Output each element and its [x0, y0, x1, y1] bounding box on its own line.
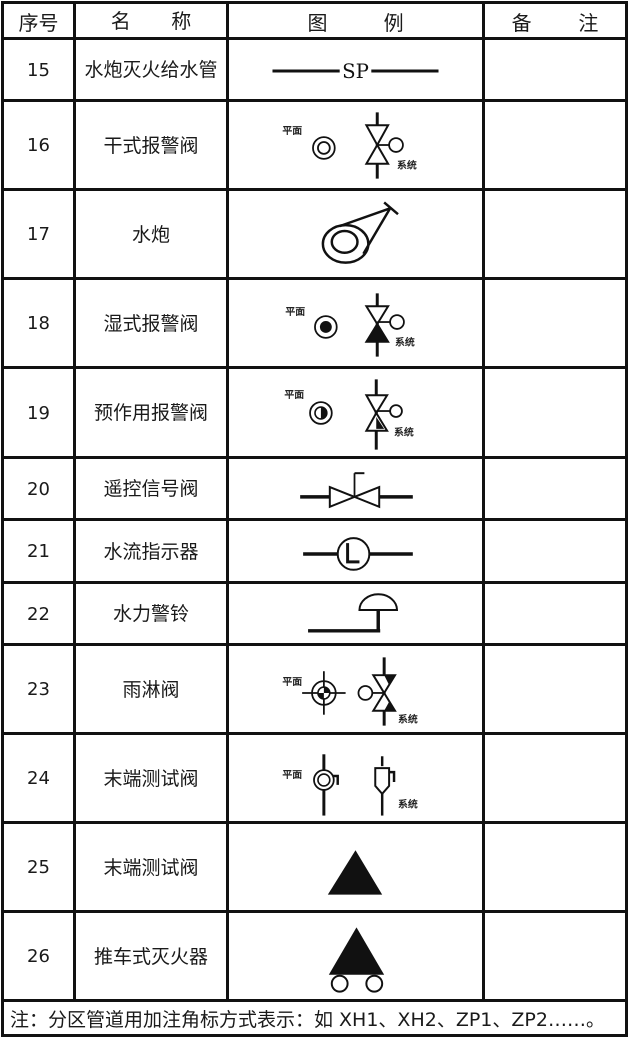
svg-text:系统: 系统: [394, 426, 414, 439]
row-name: 雨淋阀: [76, 646, 229, 733]
row-symbol: 平面 系统: [229, 102, 485, 189]
row-no: 25: [4, 824, 76, 911]
row-no: 21: [4, 521, 76, 582]
row-name: 推车式灭火器: [76, 913, 229, 1000]
row-name: 末端测试阀: [76, 824, 229, 911]
row-no: 15: [4, 40, 76, 100]
table-header: 序号 名称 图例 备注: [1, 1, 628, 38]
header-symbol: 图例: [229, 4, 485, 38]
water-flow-indicator-icon: [303, 536, 413, 571]
row-remark: [485, 191, 625, 278]
row-no: 17: [4, 191, 76, 278]
svg-text:平面: 平面: [282, 125, 302, 137]
header-remark-char: 备: [511, 10, 532, 35]
row-no: 18: [4, 280, 76, 367]
end-test-valve-icon: 平面 系统: [282, 753, 418, 816]
row-no: 22: [4, 584, 76, 644]
row-symbol: [229, 191, 485, 278]
row-name: 遥控信号阀: [76, 459, 229, 519]
deluge-valve-icon: 平面 系统: [282, 656, 418, 725]
wet-alarm-valve-icon: 平面 系统: [285, 292, 415, 357]
svg-text:系统: 系统: [398, 712, 418, 725]
dry-alarm-valve-icon: 平面 系统: [282, 111, 417, 179]
table-row: 22 水力警铃: [1, 581, 628, 644]
table-row: 21 水流指示器: [1, 518, 628, 582]
row-symbol: 平面 系统: [229, 280, 485, 367]
row-name: 干式报警阀: [76, 102, 229, 189]
row-remark: [485, 280, 625, 367]
svg-text:平面: 平面: [285, 306, 305, 318]
row-symbol: 平面 系统: [229, 735, 485, 822]
remote-signal-valve-icon: [300, 472, 413, 509]
row-symbol: [229, 913, 485, 1000]
row-name: 水炮灭火给水管: [76, 40, 229, 100]
header-no: 序号: [4, 4, 76, 38]
svg-text:系统: 系统: [398, 797, 418, 810]
row-name: 水力警铃: [76, 584, 229, 644]
footnote: 注：分区管道用加注角标方式表示：如 XH1、XH2、ZP1、ZP2……。: [1, 999, 628, 1037]
table-row: 16 干式报警阀 平面 系统: [1, 99, 628, 189]
table-row: 15 水炮灭火给水管 SP: [1, 37, 628, 100]
preaction-alarm-valve-icon: 平面 系统: [284, 379, 414, 450]
row-no: 24: [4, 735, 76, 822]
row-name: 水流指示器: [76, 521, 229, 582]
svg-text:平面: 平面: [284, 389, 304, 401]
header-remark: 备注: [485, 4, 625, 38]
row-symbol: [229, 584, 485, 644]
row-name: 预作用报警阀: [76, 369, 229, 457]
table-row: 18 湿式报警阀 平面 系统: [1, 277, 628, 367]
row-name: 湿式报警阀: [76, 280, 229, 367]
row-remark: [485, 102, 625, 189]
row-symbol: [229, 459, 485, 519]
svg-text:平面: 平面: [282, 769, 302, 781]
row-remark: [485, 521, 625, 582]
row-remark: [485, 913, 625, 1000]
water-motor-alarm-bell-icon: [308, 593, 398, 633]
table-row: 24 末端测试阀 平面 系统: [1, 732, 628, 822]
header-name-char: 称: [171, 9, 192, 33]
row-no: 19: [4, 369, 76, 457]
svg-text:系统: 系统: [395, 335, 415, 348]
row-no: 23: [4, 646, 76, 733]
row-remark: [485, 584, 625, 644]
solid-triangle-icon: [327, 849, 383, 895]
header-name-char: 名: [110, 9, 131, 33]
row-remark: [485, 459, 625, 519]
row-remark: [485, 735, 625, 822]
row-remark: [485, 369, 625, 457]
row-name: 水炮: [76, 191, 229, 278]
table-row: 19 预作用报警阀 平面 系统: [1, 366, 628, 457]
row-symbol: 平面 系统: [229, 369, 485, 457]
header-symbol-char: 图: [307, 10, 328, 35]
table-row: 20 遥控信号阀: [1, 456, 628, 519]
row-symbol: 平面 系统: [229, 646, 485, 733]
row-symbol: SP: [229, 40, 485, 100]
row-no: 16: [4, 102, 76, 189]
header-symbol-char: 例: [383, 10, 404, 35]
water-cannon-icon: [321, 200, 399, 264]
wheeled-extinguisher-icon: [328, 926, 385, 993]
table-row: 25 末端测试阀: [1, 821, 628, 911]
row-no: 26: [4, 913, 76, 1000]
svg-text:系统: 系统: [397, 158, 417, 171]
row-name: 末端测试阀: [76, 735, 229, 822]
table-row: 17 水炮: [1, 188, 628, 278]
row-no: 20: [4, 459, 76, 519]
row-remark: [485, 646, 625, 733]
table-row: 23 雨淋阀 平面 系统: [1, 643, 628, 733]
table-row: 26 推车式灭火器: [1, 910, 628, 1000]
row-remark: [485, 40, 625, 100]
svg-text:平面: 平面: [282, 676, 302, 688]
svg-text:SP: SP: [342, 60, 369, 83]
row-symbol: [229, 521, 485, 582]
sp-pipe-line-icon: SP: [272, 60, 439, 83]
row-symbol: [229, 824, 485, 911]
header-remark-char: 注: [578, 10, 599, 35]
header-name: 名称: [76, 4, 229, 38]
row-remark: [485, 824, 625, 911]
